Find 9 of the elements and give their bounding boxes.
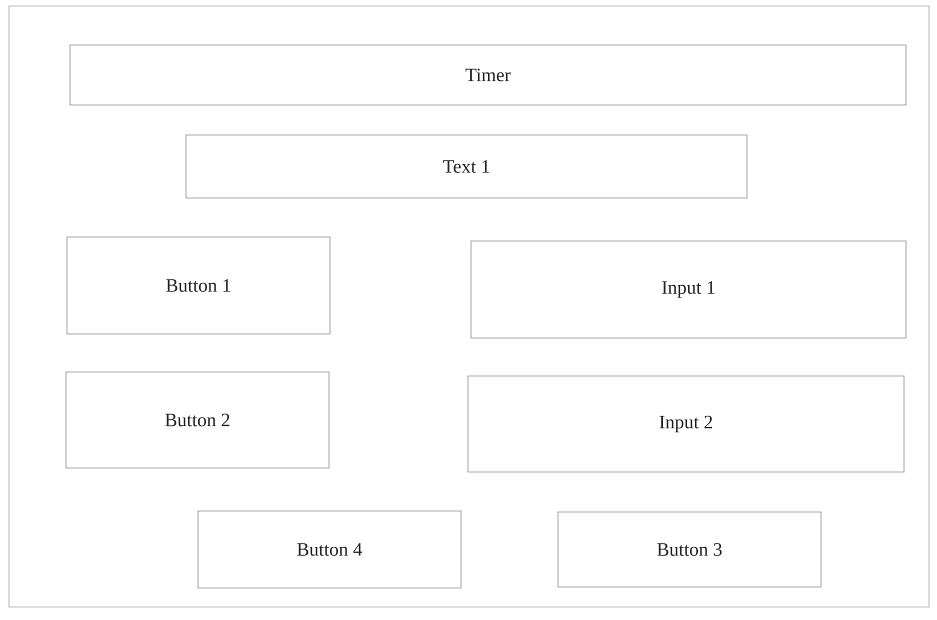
ui-element-box: Text 1 bbox=[186, 134, 748, 198]
ui-element-box: Timer bbox=[70, 44, 906, 106]
ui-element-box: Button 1 bbox=[66, 236, 330, 334]
ui-element-box: Input 1 bbox=[470, 240, 906, 338]
ui-element-box: Input 2 bbox=[468, 376, 904, 472]
frame-box bbox=[8, 6, 930, 608]
ui-element-box: Button 3 bbox=[558, 512, 822, 588]
ui-element-box: Button 2 bbox=[66, 372, 330, 468]
ui-element-box: Button 4 bbox=[198, 510, 462, 588]
